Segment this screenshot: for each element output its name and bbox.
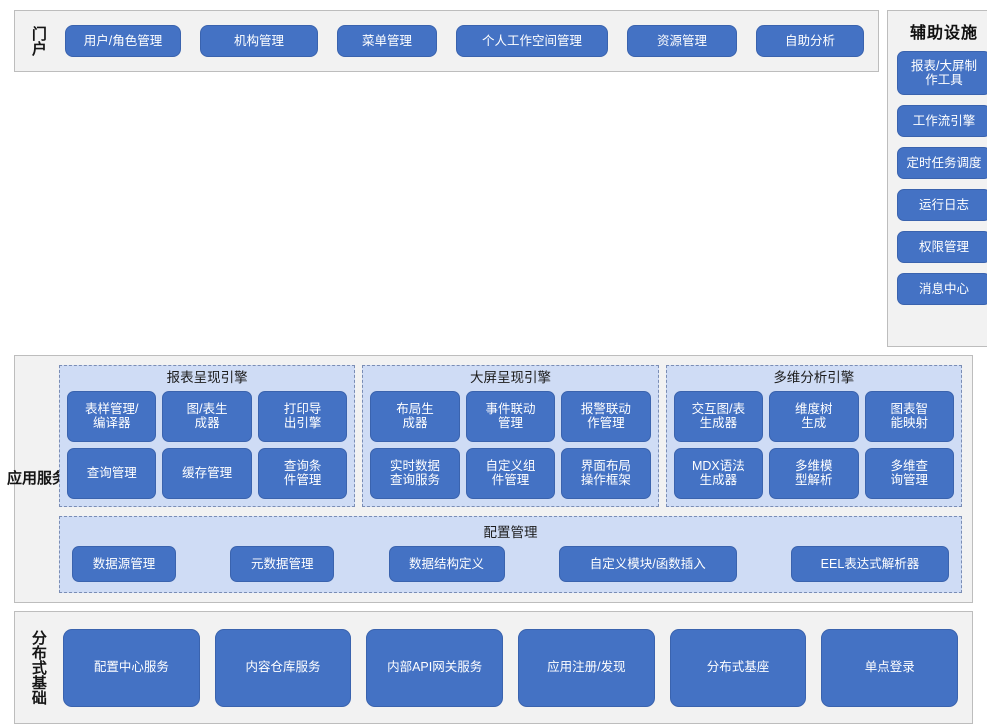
portal-band-label: 门户	[29, 26, 47, 56]
aux-panel-title: 辅助设施	[909, 25, 978, 42]
dist-button-content-repository-service[interactable]: 内容仓库服务	[214, 628, 352, 707]
portal-button-user-role-management[interactable]: 用户/角色管理	[65, 25, 181, 57]
engine-title-report-rendering: 报表呈现引擎	[166, 370, 248, 385]
engine-item-cache-management[interactable]: 缓存管理	[162, 447, 252, 499]
engine-item-mdx-syntax-generator[interactable]: MDX语法 生成器	[673, 447, 764, 499]
config-management-title: 配置管理	[483, 525, 538, 540]
portal-panel: 门户 用户/角色管理 机构管理 菜单管理 个人工作空间管理 资源管理 自助分析	[14, 10, 879, 72]
dist-button-single-sign-on[interactable]: 单点登录	[821, 628, 959, 707]
config-management-group: 配置管理 数据源管理 元数据管理 数据结构定义 自定义模块/函数插入 EEL表达…	[59, 516, 962, 593]
aux-button-report-dashboard-authoring-tool[interactable]: 报表/大屏制 作工具	[897, 51, 987, 95]
engines-row: 报表呈现引擎 表样管理/ 编译器 图/表生 成器 打印导 出引擎 查询管理 缓存…	[59, 365, 962, 507]
engine-group-multidimensional-analysis: 多维分析引擎 交互图/表 生成器 维度树 生成 图表智 能映射 MDX语法 生成…	[665, 365, 962, 507]
aux-button-list: 报表/大屏制 作工具 工作流引擎 定时任务调度 运行日志 权限管理 消息中心	[888, 51, 987, 305]
portal-button-resource-management[interactable]: 资源管理	[627, 25, 737, 57]
portal-button-menu-management[interactable]: 菜单管理	[337, 25, 437, 57]
application-service-panel: 应用服务 报表呈现引擎 表样管理/ 编译器 图/表生 成器 打印导 出引擎 查询…	[7, 355, 973, 603]
aux-button-workflow-engine[interactable]: 工作流引擎	[897, 105, 987, 137]
top-row: 门户 用户/角色管理 机构管理 菜单管理 个人工作空间管理 资源管理 自助分析 …	[14, 10, 987, 347]
distributed-foundation-panel: 分布式基础 配置中心服务 内容仓库服务 内部API网关服务 应用注册/发现 分布…	[14, 611, 973, 724]
engine-item-multidimensional-model-parsing[interactable]: 多维模 型解析	[769, 447, 859, 499]
application-service-body: 报表呈现引擎 表样管理/ 编译器 图/表生 成器 打印导 出引擎 查询管理 缓存…	[59, 356, 972, 602]
engine-item-multidimensional-query-management[interactable]: 多维查 询管理	[864, 447, 954, 499]
engine-item-custom-component-management[interactable]: 自定义组 件管理	[465, 447, 556, 499]
middle-row: 应用服务 报表呈现引擎 表样管理/ 编译器 图/表生 成器 打印导 出引擎 查询…	[7, 355, 973, 603]
engine-item-interactive-chart-table-generator[interactable]: 交互图/表 生成器	[673, 390, 764, 442]
aux-button-scheduled-task-scheduler[interactable]: 定时任务调度	[897, 147, 987, 179]
dist-button-app-registration-discovery[interactable]: 应用注册/发现	[518, 628, 655, 707]
config-item-eel-expression-parser[interactable]: EEL表达式解析器	[791, 546, 949, 582]
engine-item-event-linkage-management[interactable]: 事件联动 管理	[465, 390, 556, 442]
engine-item-dimension-tree-generation[interactable]: 维度树 生成	[769, 390, 859, 442]
application-service-band-label: 应用服务	[7, 470, 68, 488]
aux-button-message-center[interactable]: 消息中心	[897, 273, 987, 305]
distributed-button-list: 配置中心服务 内容仓库服务 内部API网关服务 应用注册/发现 分布式基座 单点…	[61, 612, 972, 723]
engine-title-multidimensional-analysis: 多维分析引擎	[773, 370, 855, 385]
config-item-metadata-management[interactable]: 元数据管理	[230, 546, 335, 582]
portal-button-personal-workspace-management[interactable]: 个人工作空间管理	[456, 25, 608, 57]
portal-button-org-management[interactable]: 机构管理	[200, 25, 318, 57]
portal-button-list: 用户/角色管理 机构管理 菜单管理 个人工作空间管理 资源管理 自助分析	[61, 11, 878, 71]
aux-button-runtime-log[interactable]: 运行日志	[897, 189, 987, 221]
config-item-data-structure-definition[interactable]: 数据结构定义	[388, 546, 505, 582]
dist-button-config-center-service[interactable]: 配置中心服务	[63, 628, 200, 707]
engine-group-dashboard-rendering: 大屏呈现引擎 布局生 成器 事件联动 管理 报警联动 作管理 实时数据 查询服务…	[362, 365, 659, 507]
config-item-custom-module-function-insertion[interactable]: 自定义模块/函数插入	[558, 546, 737, 582]
engine-group-report-rendering: 报表呈现引擎 表样管理/ 编译器 图/表生 成器 打印导 出引擎 查询管理 缓存…	[59, 365, 356, 507]
config-management-items: 数据源管理 元数据管理 数据结构定义 自定义模块/函数插入 EEL表达式解析器	[68, 546, 953, 584]
engine-item-ui-layout-operation-framework[interactable]: 界面布局 操作框架	[561, 447, 651, 499]
distributed-foundation-band-label: 分布式基础	[29, 630, 47, 705]
aux-button-permission-management[interactable]: 权限管理	[897, 231, 987, 263]
engine-title-dashboard-rendering: 大屏呈现引擎	[469, 370, 551, 385]
config-item-datasource-management[interactable]: 数据源管理	[72, 546, 176, 582]
engine-item-alarm-linkage-action-management[interactable]: 报警联动 作管理	[561, 390, 651, 442]
engine-item-print-export-engine[interactable]: 打印导 出引擎	[257, 390, 348, 442]
engine-item-layout-generator[interactable]: 布局生 成器	[370, 390, 460, 442]
engine-item-realtime-data-query-service[interactable]: 实时数据 查询服务	[370, 447, 460, 499]
engine-item-chart-intelligent-mapping[interactable]: 图表智 能映射	[864, 390, 954, 442]
architecture-diagram: 门户 用户/角色管理 机构管理 菜单管理 个人工作空间管理 资源管理 自助分析 …	[7, 10, 987, 724]
engine-item-query-management[interactable]: 查询管理	[67, 447, 157, 499]
engine-item-chart-table-generator[interactable]: 图/表生 成器	[162, 390, 252, 442]
dist-button-distributed-base[interactable]: 分布式基座	[669, 628, 807, 707]
engine-item-template-management-compiler[interactable]: 表样管理/ 编译器	[67, 390, 157, 442]
aux-facilities-panel: 辅助设施 报表/大屏制 作工具 工作流引擎 定时任务调度 运行日志 权限管理 消…	[887, 10, 987, 347]
portal-button-self-service-analysis[interactable]: 自助分析	[756, 25, 864, 57]
dist-button-internal-api-gateway-service[interactable]: 内部API网关服务	[366, 628, 504, 707]
engine-item-query-condition-management[interactable]: 查询条 件管理	[257, 447, 348, 499]
